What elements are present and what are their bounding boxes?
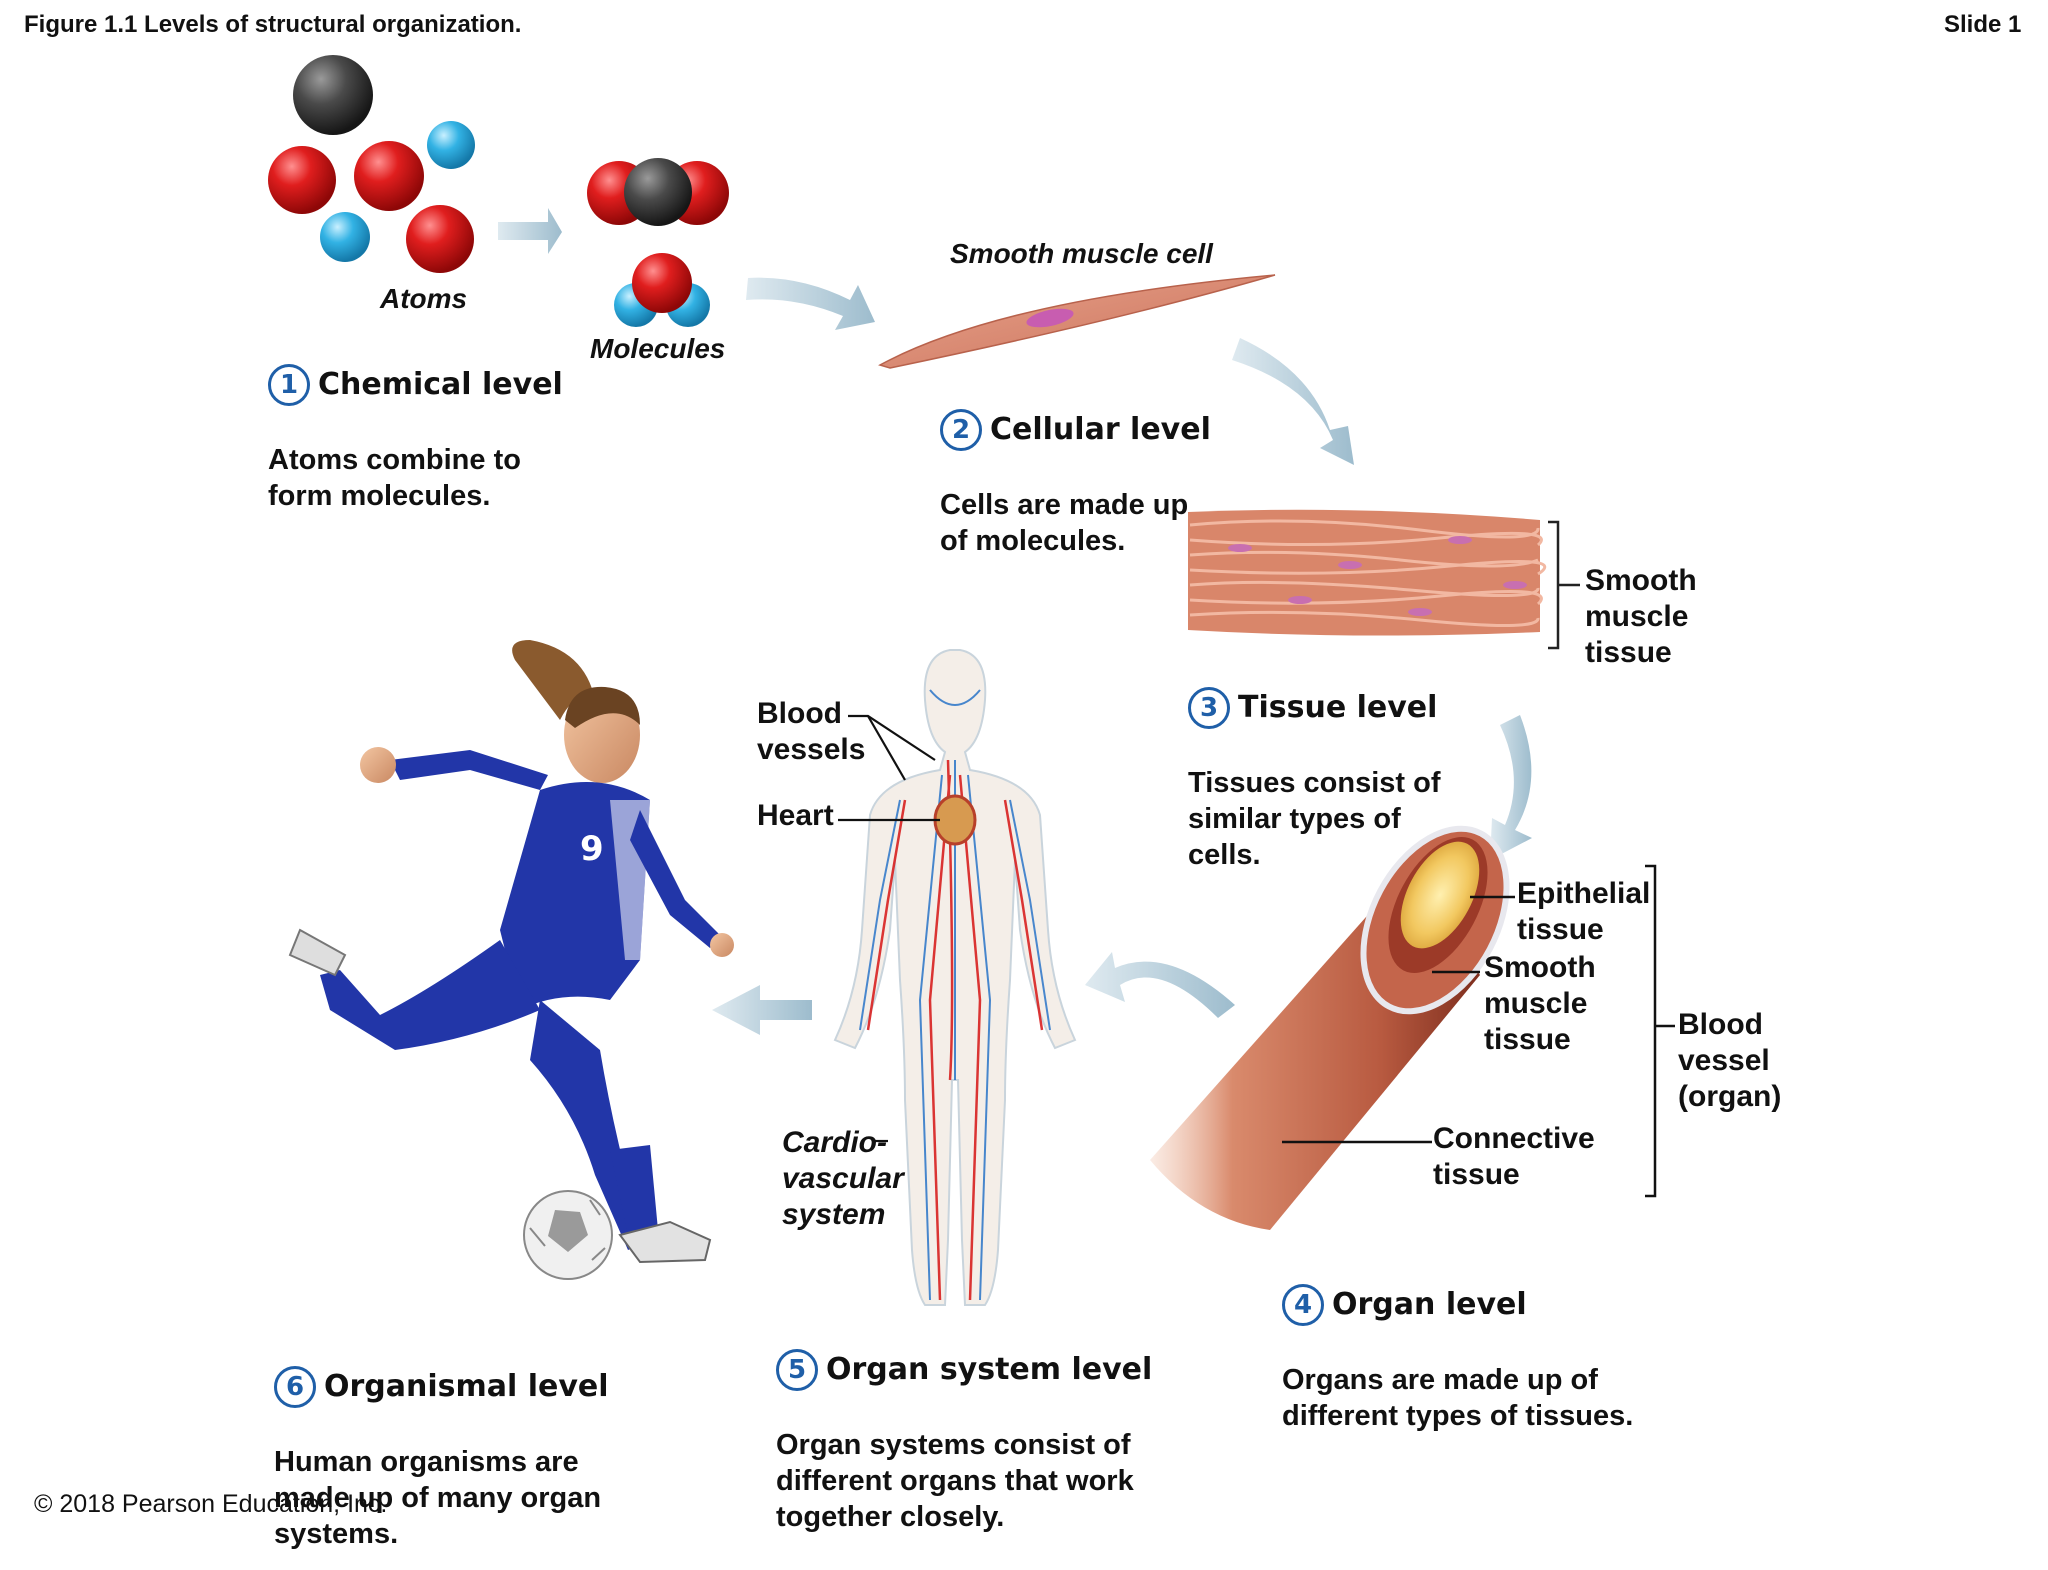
level-description: Cells are made up of molecules. [940,488,1189,557]
cardiovascular-system-icon [833,649,1077,1306]
level-description: Organ systems consist of different organ… [776,1428,1134,1534]
level-title: Cellular level [990,412,1211,448]
soccer-player-icon: 9 [288,640,734,1280]
atoms-icon [268,55,475,273]
level-title: Organ system level [826,1352,1153,1388]
copyright: © 2018 Pearson Education, Inc. [34,1490,388,1518]
illustration: 9 [268,55,1675,1306]
heart-label: Heart [757,799,834,832]
level-number-badge: 3 [1188,686,1230,729]
level-title: Organismal level [324,1369,609,1405]
slide-number: Slide 1 [1944,11,2022,38]
level-number-badge: 6 [274,1365,316,1408]
arrow-icon [1085,952,1235,1018]
level-title: Chemical level [318,367,563,403]
blood-vessel-organ-label: Blood vessel (organ) [1678,1008,1782,1113]
level-description: Atoms combine to form molecules. [268,443,521,512]
arrow-icon [1232,338,1354,465]
atoms-label: Atoms [380,283,468,314]
level-number-badge: 4 [1282,1283,1324,1326]
connective-tissue-label: Connective tissue [1433,1122,1595,1191]
smooth-muscle-tissue-label: Smooth muscle tissue [1585,564,1697,669]
epithelial-tissue-label: Epithelial tissue [1517,877,1651,946]
arrow-icon [498,208,562,254]
figure-title: Figure 1.1 Levels of structural organiza… [24,11,522,38]
level-number-badge: 5 [776,1348,818,1391]
blood-vessel-organ-icon [1150,825,1510,1230]
arrow-icon [712,985,812,1035]
molecules-icon [587,158,729,327]
organ-leader-lines [1282,864,1675,1198]
blood-vessels-label: Blood vessels [757,697,866,766]
jersey-number: 9 [580,829,604,869]
cardiovascular-system-label: Cardio- vascular system [782,1126,904,1231]
body-leader-lines [838,714,940,1143]
level-description: Tissues consist of similar types of cell… [1188,766,1441,872]
level-title: Tissue level [1238,690,1438,726]
arrow-icon [1490,715,1532,860]
smooth-muscle-tissue-icon [1188,509,1546,636]
level-number-badge: 2 [940,408,982,451]
molecules-label: Molecules [590,333,726,364]
level-description: Organs are made up of different types of… [1282,1363,1634,1432]
smooth-muscle-cell-icon [878,274,1276,369]
level-number-badge: 1 [268,363,310,406]
organ-smooth-muscle-label: Smooth muscle tissue [1484,951,1596,1056]
tissue-bracket [1548,520,1580,650]
level-title: Organ level [1332,1287,1527,1323]
arrow-icon [746,277,875,330]
smooth-muscle-cell-label: Smooth muscle cell [950,238,1213,269]
